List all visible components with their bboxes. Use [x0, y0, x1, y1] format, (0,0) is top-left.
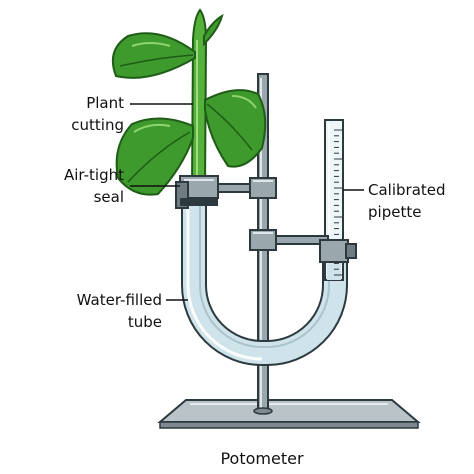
- label-plant-cutting-line2: cutting: [71, 116, 124, 134]
- diagram-caption: Potometer: [220, 449, 303, 468]
- label-water-filled-tube-line2: tube: [128, 313, 162, 331]
- air-tight-seal: [175, 175, 219, 209]
- water-filled-tube: [181, 190, 348, 366]
- label-calibrated-pipette-line1: Calibrated: [368, 181, 446, 199]
- leaf-top-left: [112, 32, 196, 79]
- stand-base: [157, 399, 421, 429]
- upper-clamp-arm: [217, 177, 277, 199]
- label-plant-cutting-line1: Plant: [86, 94, 124, 112]
- plant-leaves: [112, 13, 267, 196]
- leaf-mid-right: [204, 89, 267, 168]
- label-air-tight-seal-line1: Air-tight: [64, 166, 124, 184]
- lower-clamp-arm: [249, 229, 357, 263]
- leader-lines: [130, 103, 364, 301]
- label-calibrated-pipette-line2: pipette: [368, 203, 421, 221]
- label-air-tight-seal-line2: seal: [94, 188, 124, 206]
- label-water-filled-tube-line1: Water-filled: [77, 291, 162, 309]
- leaf-top-right: [203, 13, 224, 47]
